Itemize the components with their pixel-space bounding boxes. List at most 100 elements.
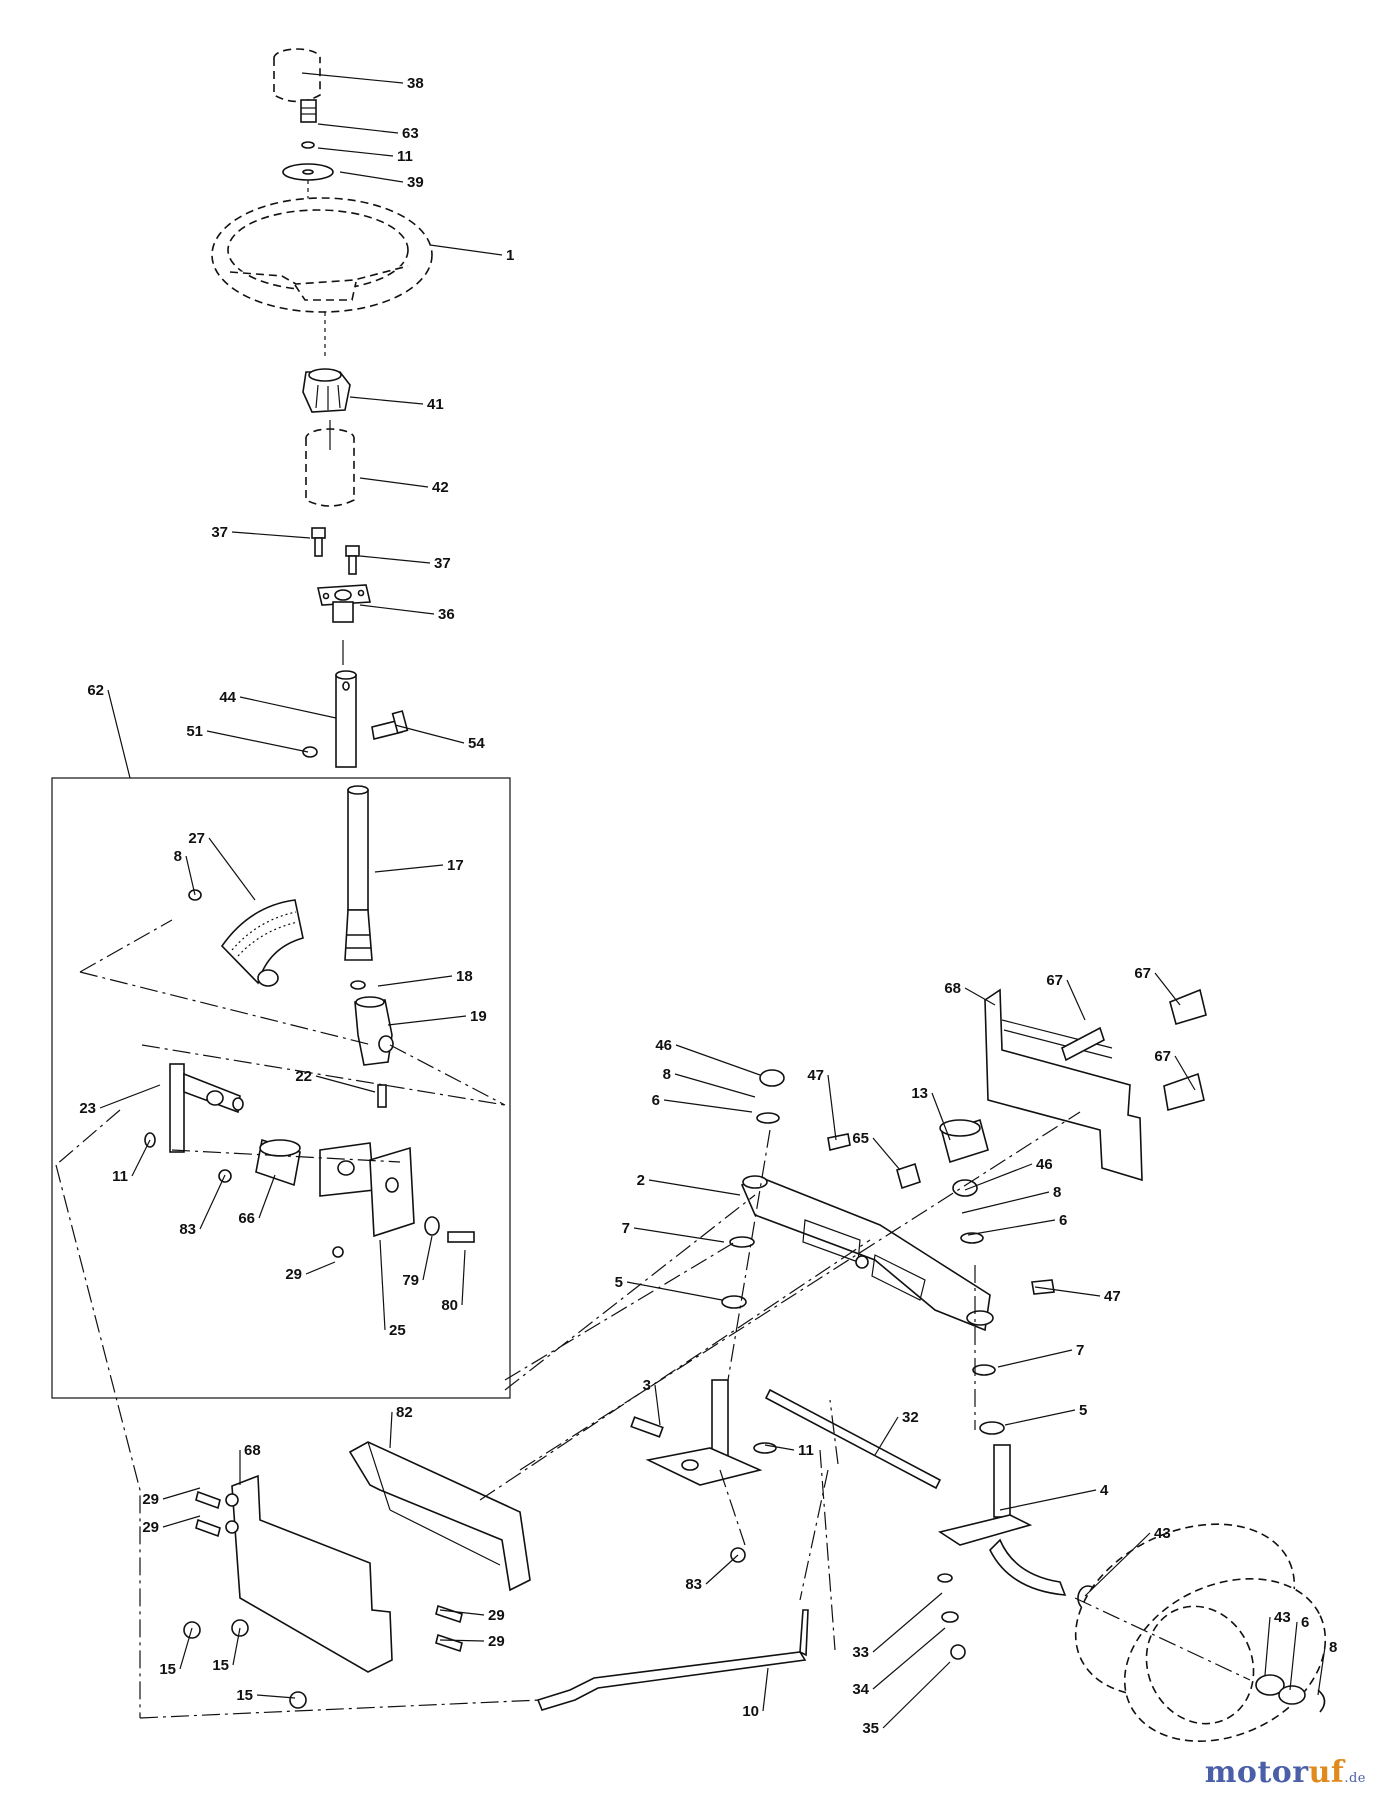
leader-line-c6c: [1289, 1621, 1298, 1691]
callout-c15a: 15: [159, 1661, 176, 1678]
leader-line-c62: [107, 689, 131, 779]
leader-line-c13: [931, 1092, 951, 1141]
callout-c11c: 11: [798, 1442, 814, 1459]
callout-c44: 44: [219, 689, 236, 706]
callout-c8d: 8: [1329, 1639, 1337, 1656]
leader-line-c6a: [663, 1099, 753, 1113]
callout-c13: 13: [911, 1085, 928, 1102]
callout-c29d: 29: [488, 1607, 505, 1624]
leader-line-c54: [394, 724, 465, 744]
callout-c82: 82: [396, 1404, 413, 1421]
callout-c10: 10: [742, 1703, 759, 1720]
watermark-part-a: motor: [1204, 1755, 1309, 1790]
leader-line-c29d: [439, 1609, 485, 1616]
leader-line-c15c: [256, 1694, 296, 1699]
leader-line-c46b: [964, 1163, 1033, 1191]
leader-line-c66: [258, 1174, 276, 1219]
leader-line-c23: [99, 1084, 161, 1109]
callout-c29c: 29: [142, 1519, 159, 1536]
callout-c68a: 68: [944, 980, 961, 997]
leader-line-c44: [239, 696, 337, 719]
callout-c15b: 15: [212, 1657, 229, 1674]
leader-line-c83a: [199, 1174, 226, 1230]
callout-c8a: 8: [174, 848, 182, 865]
leader-line-c82: [389, 1411, 393, 1449]
leader-line-c22: [315, 1075, 376, 1093]
callout-c8c: 8: [1053, 1184, 1061, 1201]
leader-line-c80: [461, 1249, 466, 1306]
callout-c11b: 11: [112, 1168, 128, 1185]
leader-line-c68a: [964, 987, 996, 1006]
leader-line-c11c: [764, 1444, 795, 1451]
leader-line-c29e: [439, 1639, 485, 1642]
leader-line-c4: [999, 1489, 1097, 1511]
callout-c83a: 83: [179, 1221, 196, 1238]
callout-c29b: 29: [142, 1491, 159, 1508]
callout-c6a: 6: [652, 1092, 660, 1109]
steering-gear-assembly: [55, 785, 506, 1718]
leader-line-c17: [374, 864, 444, 873]
callout-c33: 33: [852, 1644, 869, 1661]
callout-c51: 51: [186, 723, 203, 740]
leader-line-c8c: [961, 1191, 1050, 1214]
callout-c18: 18: [456, 968, 473, 985]
callout-c25: 25: [389, 1322, 406, 1339]
leader-line-c15b: [232, 1627, 241, 1666]
leader-line-c32: [874, 1416, 899, 1456]
callout-c17: 17: [447, 857, 464, 874]
leader-line-c65: [872, 1137, 901, 1171]
leader-line-c36: [359, 604, 435, 615]
leader-line-c51: [206, 730, 309, 753]
callout-c1: 1: [506, 247, 514, 264]
leader-line-c47b: [1034, 1286, 1101, 1297]
leader-line-c33: [872, 1592, 943, 1653]
leader-line-c8b: [674, 1073, 756, 1098]
callout-c4: 4: [1100, 1482, 1109, 1499]
callout-c47b: 47: [1104, 1288, 1121, 1305]
leader-line-c1: [429, 244, 503, 256]
leader-line-c15a: [179, 1627, 193, 1670]
leader-line-c29a: [305, 1261, 336, 1275]
steering-column: [211, 48, 433, 768]
leader-line-c3: [654, 1384, 661, 1426]
callout-c66: 66: [238, 1210, 255, 1227]
callout-c7b: 7: [1076, 1342, 1084, 1359]
front-axle-assembly: [139, 988, 1327, 1742]
callout-c6b: 6: [1059, 1212, 1067, 1229]
callout-c32: 32: [902, 1409, 919, 1426]
leader-line-c37b: [359, 555, 431, 564]
callout-c65: 65: [852, 1130, 869, 1147]
leader-line-c38: [301, 72, 404, 84]
leader-line-c8a: [185, 855, 196, 896]
leader-line-c7b: [997, 1349, 1073, 1368]
callout-c5a: 5: [615, 1274, 623, 1291]
callout-c7a: 7: [622, 1220, 630, 1237]
callout-c83b: 83: [685, 1576, 702, 1593]
callout-c54: 54: [468, 735, 485, 752]
leader-line-c27: [208, 837, 256, 901]
leader-line-c43b: [1264, 1616, 1271, 1676]
callout-c43b: 43: [1274, 1609, 1291, 1626]
leader-line-c43a: [1084, 1532, 1151, 1597]
callout-c47a: 47: [807, 1067, 824, 1084]
watermark-part-b: uf: [1308, 1755, 1345, 1790]
callout-c6c: 6: [1301, 1614, 1309, 1631]
leader-line-c11b: [131, 1139, 151, 1177]
callout-c42: 42: [432, 479, 449, 496]
callout-c67c: 67: [1154, 1048, 1171, 1065]
callout-c62: 62: [87, 682, 104, 699]
callout-c23: 23: [79, 1100, 96, 1117]
leader-line-c67c: [1174, 1055, 1196, 1091]
callout-c29e: 29: [488, 1633, 505, 1650]
leader-line-c39: [339, 171, 404, 183]
leader-line-c67b: [1154, 972, 1181, 1006]
callout-c19: 19: [470, 1008, 487, 1025]
callout-c80: 80: [441, 1297, 458, 1314]
callout-c41: 41: [427, 396, 444, 413]
subassembly-box: [51, 777, 511, 1399]
leader-line-c7a: [633, 1227, 725, 1243]
leader-line-c8d: [1317, 1646, 1326, 1696]
callout-c67b: 67: [1134, 965, 1151, 982]
